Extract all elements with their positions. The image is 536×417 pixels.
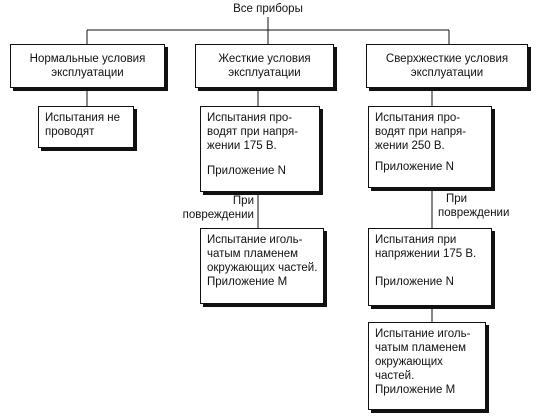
step-line: Испытание иголь- [207, 234, 303, 246]
step-extreme-needle-flame: Испытание иголь- чатым пламенем окружающ… [368, 322, 486, 410]
step-line: Испытания не [45, 112, 120, 124]
step-line: водят при напря- [375, 126, 467, 138]
step-line: жении 175 В. [207, 140, 277, 152]
step-line: Испытания при [375, 234, 457, 246]
condition-extreme-damage: При повреждении [438, 192, 509, 220]
step-extreme-voltage-175: Испытания при напряжении 175 В. Приложен… [368, 228, 492, 306]
step-line: Испытания про- [207, 112, 293, 124]
step-line: проводят [45, 126, 95, 138]
condition-line: При [232, 195, 254, 207]
header-normal-conditions: Нормальные условия эксплуатации [10, 44, 165, 88]
condition-line: повреждении [438, 207, 510, 219]
header-line: Нормальные условия [29, 53, 146, 65]
spacer [207, 153, 313, 164]
step-line: чатым пламенем [375, 342, 467, 354]
step-appendix: Приложение N [375, 276, 454, 288]
step-appendix: Приложение М [207, 276, 288, 288]
header-line: эксплуатации [410, 67, 484, 79]
step-appendix: Приложение М [375, 384, 456, 396]
step-line: окружающих [375, 356, 443, 368]
spacer [375, 153, 485, 160]
spacer [375, 261, 485, 275]
step-line: окружающих частей. [207, 262, 318, 274]
header-extreme-conditions: Сверхжесткие условия эксплуатации [366, 44, 528, 88]
step-normal-no-tests: Испытания не проводят [38, 106, 134, 148]
step-line: частей. [375, 370, 415, 382]
step-harsh-voltage-175: Испытания про- водят при напря- жении 17… [200, 106, 320, 192]
step-line: напряжении 175 В. [375, 248, 477, 260]
header-line: эксплуатации [228, 67, 301, 79]
step-line: Испытание иголь- [375, 328, 471, 340]
header-line: Сверхжесткие условия [385, 53, 509, 65]
step-extreme-voltage-250: Испытания про- водят при напря- жении 25… [368, 106, 492, 188]
root-label: Все приборы [233, 3, 303, 15]
condition-harsh-damage: При повреждении [150, 194, 254, 222]
step-line: Испытания про- [375, 112, 461, 124]
header-line: Жесткие условия [218, 53, 311, 65]
condition-line: повреждении [182, 209, 254, 221]
step-line: чатым пламенем [207, 248, 299, 260]
step-harsh-needle-flame: Испытание иголь- чатым пламенем окружающ… [200, 228, 324, 304]
header-line: эксплуатации [51, 67, 124, 79]
step-appendix: Приложение N [207, 165, 286, 177]
condition-line: При [446, 193, 468, 205]
step-line: жении 250 В. [375, 140, 445, 152]
step-line: водят при напря- [207, 126, 299, 138]
header-harsh-conditions: Жесткие условия эксплуатации [195, 44, 334, 88]
step-appendix: Приложение N [375, 161, 454, 173]
